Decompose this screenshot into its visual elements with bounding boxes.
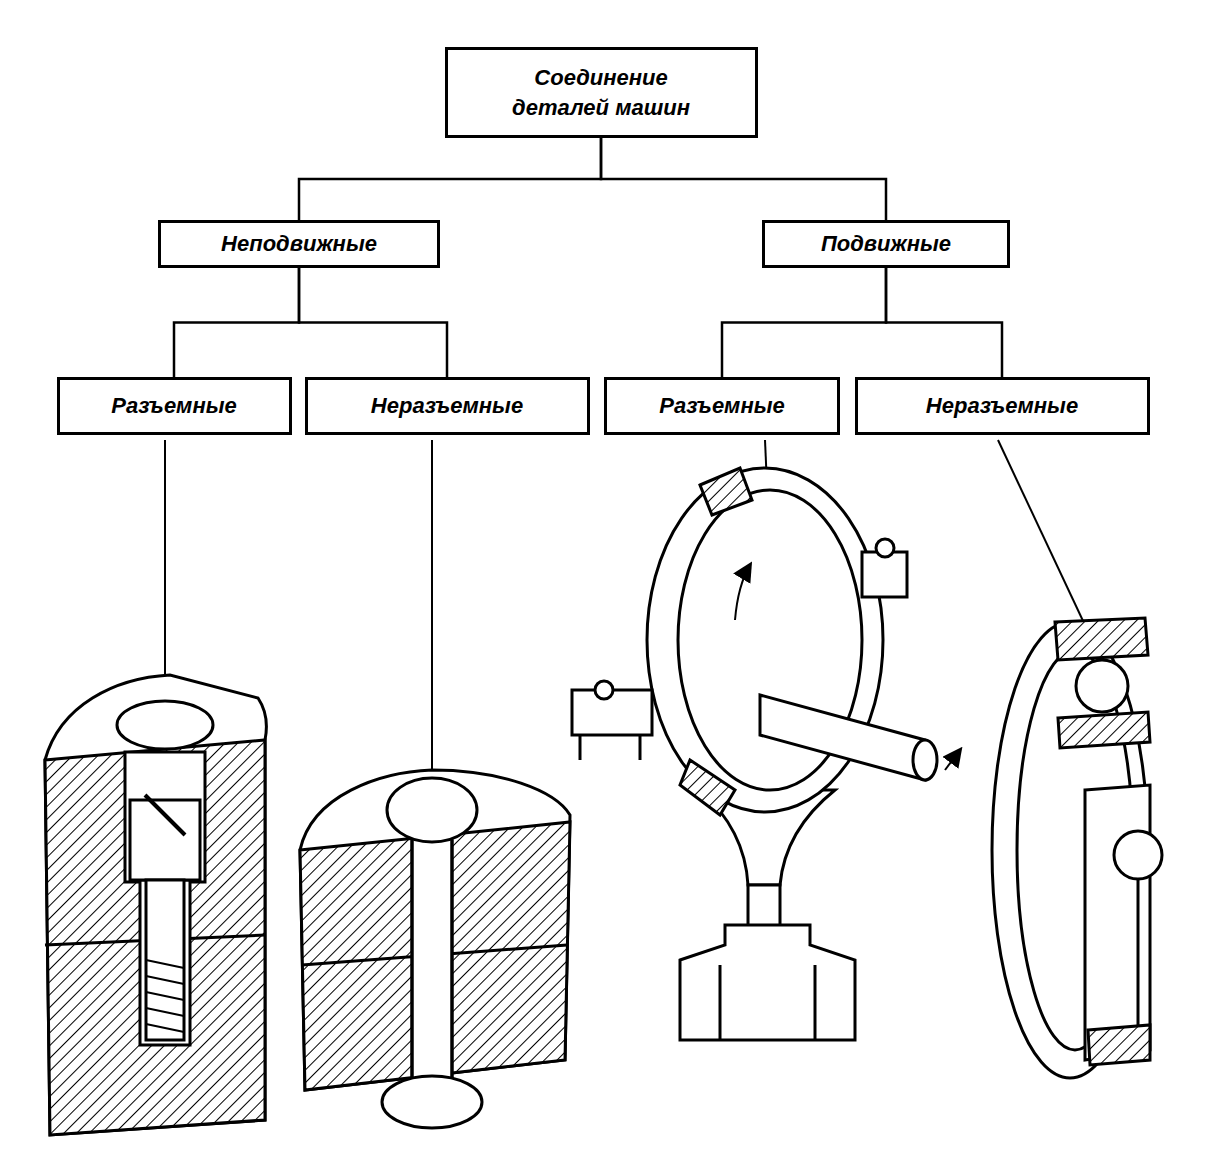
tree-connector: [174, 268, 299, 377]
ball-bearing-figure-part: [1085, 785, 1150, 1060]
bolt-joint-figure-part: [117, 701, 213, 749]
connecting-rod-figure-part: [700, 468, 752, 515]
category-label: Подвижные: [821, 229, 951, 259]
category-box: Разъемные: [604, 377, 840, 435]
rivet-joint-figure-part: [300, 770, 570, 1090]
rivet-joint-figure: [300, 770, 570, 1128]
connecting-rod-figure-part: [945, 750, 960, 770]
leader-line-part: [998, 440, 1092, 640]
connecting-rod-figure-part: [680, 760, 735, 815]
ball-bearing-figure-part: [1114, 831, 1162, 879]
bolt-joint-figure-part: [130, 800, 200, 880]
bolt-joint-figure-part: [146, 880, 184, 1040]
ball-bearing-figure-part: [1088, 1025, 1150, 1065]
ball-bearing-figure-part: [1055, 618, 1148, 660]
connecting-rod-figure-part: [735, 565, 750, 620]
category-box: Неразъемные: [855, 377, 1150, 435]
category-label: Неразъемные: [371, 391, 523, 421]
category-label: Разъемные: [111, 391, 236, 421]
ball-bearing-figure-part: [1137, 880, 1140, 1025]
rivet-joint-figure-part: [382, 1076, 482, 1128]
bolt-joint-figure-part: [45, 740, 265, 1135]
bolt-joint-figure: [45, 675, 266, 1135]
tree-connector: [722, 268, 886, 377]
rivet-joint-figure-part: [412, 815, 452, 1090]
rivet-joint-figure-part: [387, 778, 477, 842]
category-box: Неподвижные: [158, 220, 440, 268]
connecting-rod-figure-part: [639, 735, 642, 760]
ball-bearing-figure-part: [1076, 660, 1128, 712]
tree-connector: [299, 268, 447, 377]
category-box: Разъемные: [57, 377, 292, 435]
connecting-rod-figure-part: [579, 735, 582, 760]
connecting-rod-figure-part: [862, 552, 907, 597]
connecting-rod-figure-part: [913, 740, 937, 780]
category-box: Неразъемные: [305, 377, 590, 435]
bolt-joint-figure-part: [45, 675, 266, 1135]
bolt-joint-figure-part: [140, 880, 190, 1045]
tree-connector: [299, 138, 601, 220]
bolt-joint-figure-part: [146, 960, 184, 1032]
category-label: Неподвижные: [221, 229, 377, 259]
category-label: Соединение деталей машин: [496, 63, 706, 122]
tree-connector: [601, 138, 886, 220]
category-label: Разъемные: [659, 391, 784, 421]
connecting-rod-figure-part: [680, 925, 855, 1040]
leader-line-part: [431, 440, 433, 780]
ball-bearing-figure: [992, 618, 1162, 1078]
bolt-joint-figure-part: [145, 795, 185, 835]
category-box: Подвижные: [762, 220, 1010, 268]
connecting-rod-figure: [572, 468, 960, 1040]
leader-line: [165, 440, 1092, 780]
connecting-rod-figure-part: [748, 885, 780, 930]
category-label: Неразъемные: [926, 391, 1078, 421]
connecting-rod-figure-part: [876, 539, 894, 557]
bolt-joint-figure-part: [125, 752, 205, 882]
connecting-rod-figure-part: [814, 965, 817, 1040]
connecting-rod-figure-part: [595, 681, 613, 699]
tree-connector: [886, 268, 1002, 377]
category-box: Соединение деталей машин: [445, 47, 758, 138]
rivet-joint-figure-part: [411, 840, 414, 1090]
ball-bearing-figure-part: [1058, 712, 1150, 748]
connecting-rod-figure-part: [760, 695, 925, 780]
rivet-joint-figure-part: [451, 840, 454, 1090]
connecting-rod-figure-part: [719, 965, 722, 1040]
